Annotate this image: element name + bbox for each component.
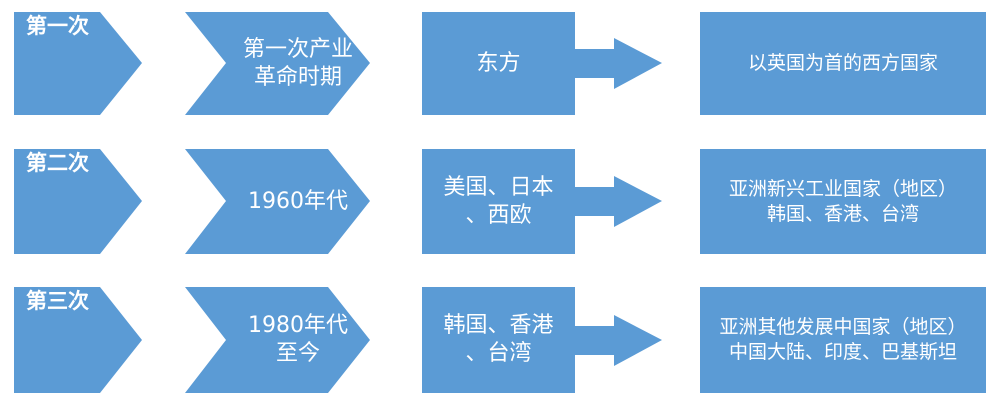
origin-arrow-2 xyxy=(422,149,662,254)
stage-pentagon-2 xyxy=(14,149,142,254)
period-label-1: 第一次产业 革命时期 xyxy=(242,36,353,90)
result-label-3: 亚洲其他发展中国家（地区） 中国大陆、印度、巴基斯坦 xyxy=(719,316,967,363)
period-label-2: 1960年代 xyxy=(248,188,348,214)
stage-pentagon-1 xyxy=(14,12,142,115)
origin-arrow-3 xyxy=(422,287,662,393)
period-chevron-2 xyxy=(185,149,370,254)
origin-arrow-1 xyxy=(422,12,662,115)
result-box-1 xyxy=(700,12,986,115)
result-box-2 xyxy=(700,149,986,254)
period-chevron-1 xyxy=(185,12,370,115)
stage-label-2: 第二次 xyxy=(26,151,89,175)
origin-label-2: 美国、日本 、西欧 xyxy=(443,174,554,228)
period-chevron-3 xyxy=(185,287,370,393)
stage-pentagon-3 xyxy=(14,287,142,393)
origin-label-3: 韩国、香港 、台湾 xyxy=(443,313,554,366)
origin-label-1: 东方 xyxy=(476,50,521,76)
result-label-2: 亚洲新兴工业国家（地区） 韩国、香港、台湾 xyxy=(728,177,957,225)
result-box-3 xyxy=(700,287,986,393)
stage-label-3: 第三次 xyxy=(26,289,89,313)
result-label-1: 以英国为首的西方国家 xyxy=(747,52,938,74)
stage-label-1: 第一次 xyxy=(26,14,89,38)
period-label-3: 1980年代 至今 xyxy=(248,313,348,366)
